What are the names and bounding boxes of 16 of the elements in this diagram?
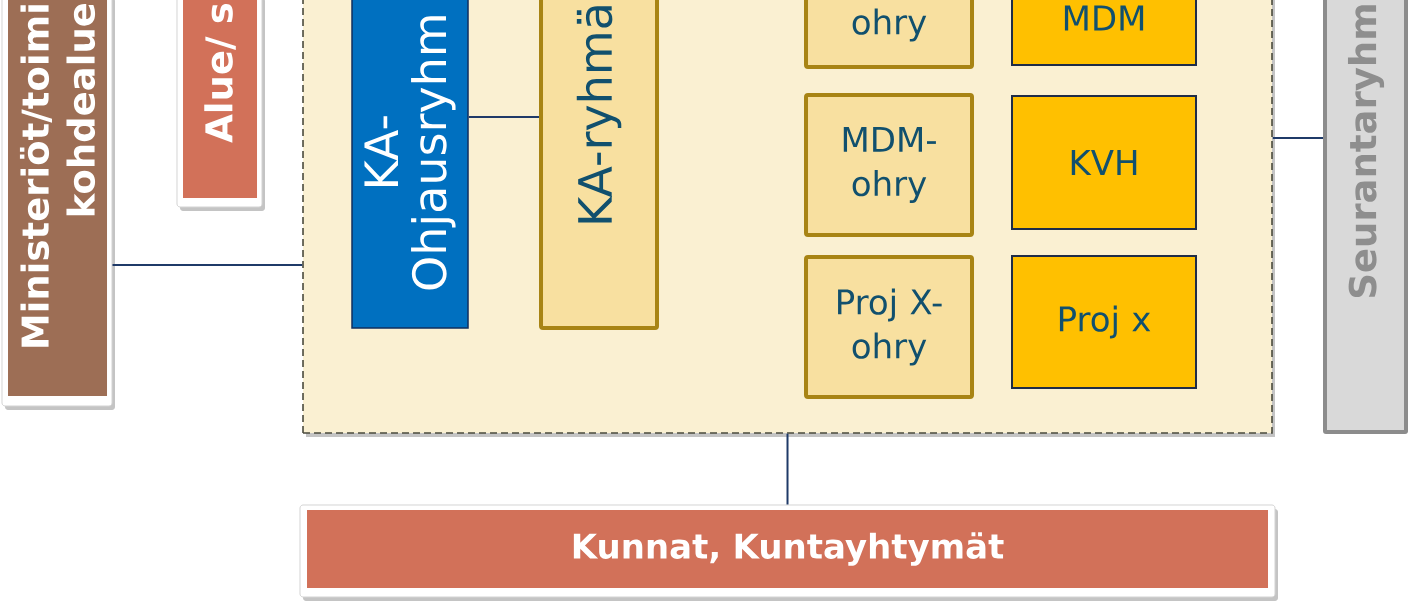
group-box: MDM [1011,0,1197,66]
vertical-box: Seurantaryhm [1323,0,1408,434]
vertical-box: KA- Ohjausryhm [351,0,469,329]
banner-box: Kunnat, Kuntayhtymät [299,504,1278,601]
vertical-box: Alue/ s [176,0,265,211]
group-box: KVH [1011,95,1197,230]
connector-line [1271,137,1324,139]
connector-line [786,432,789,506]
connector-line [111,264,304,266]
vertical-box: KA-ryhmä [539,0,659,330]
group-box: ohry [804,0,974,69]
group-box: Proj x [1011,255,1197,389]
connector-line [467,116,540,118]
vertical-box: Ministeriöt/toimi kohdealue [1,0,115,410]
group-box: MDM- ohry [804,93,974,237]
group-box: Proj X- ohry [804,255,974,399]
